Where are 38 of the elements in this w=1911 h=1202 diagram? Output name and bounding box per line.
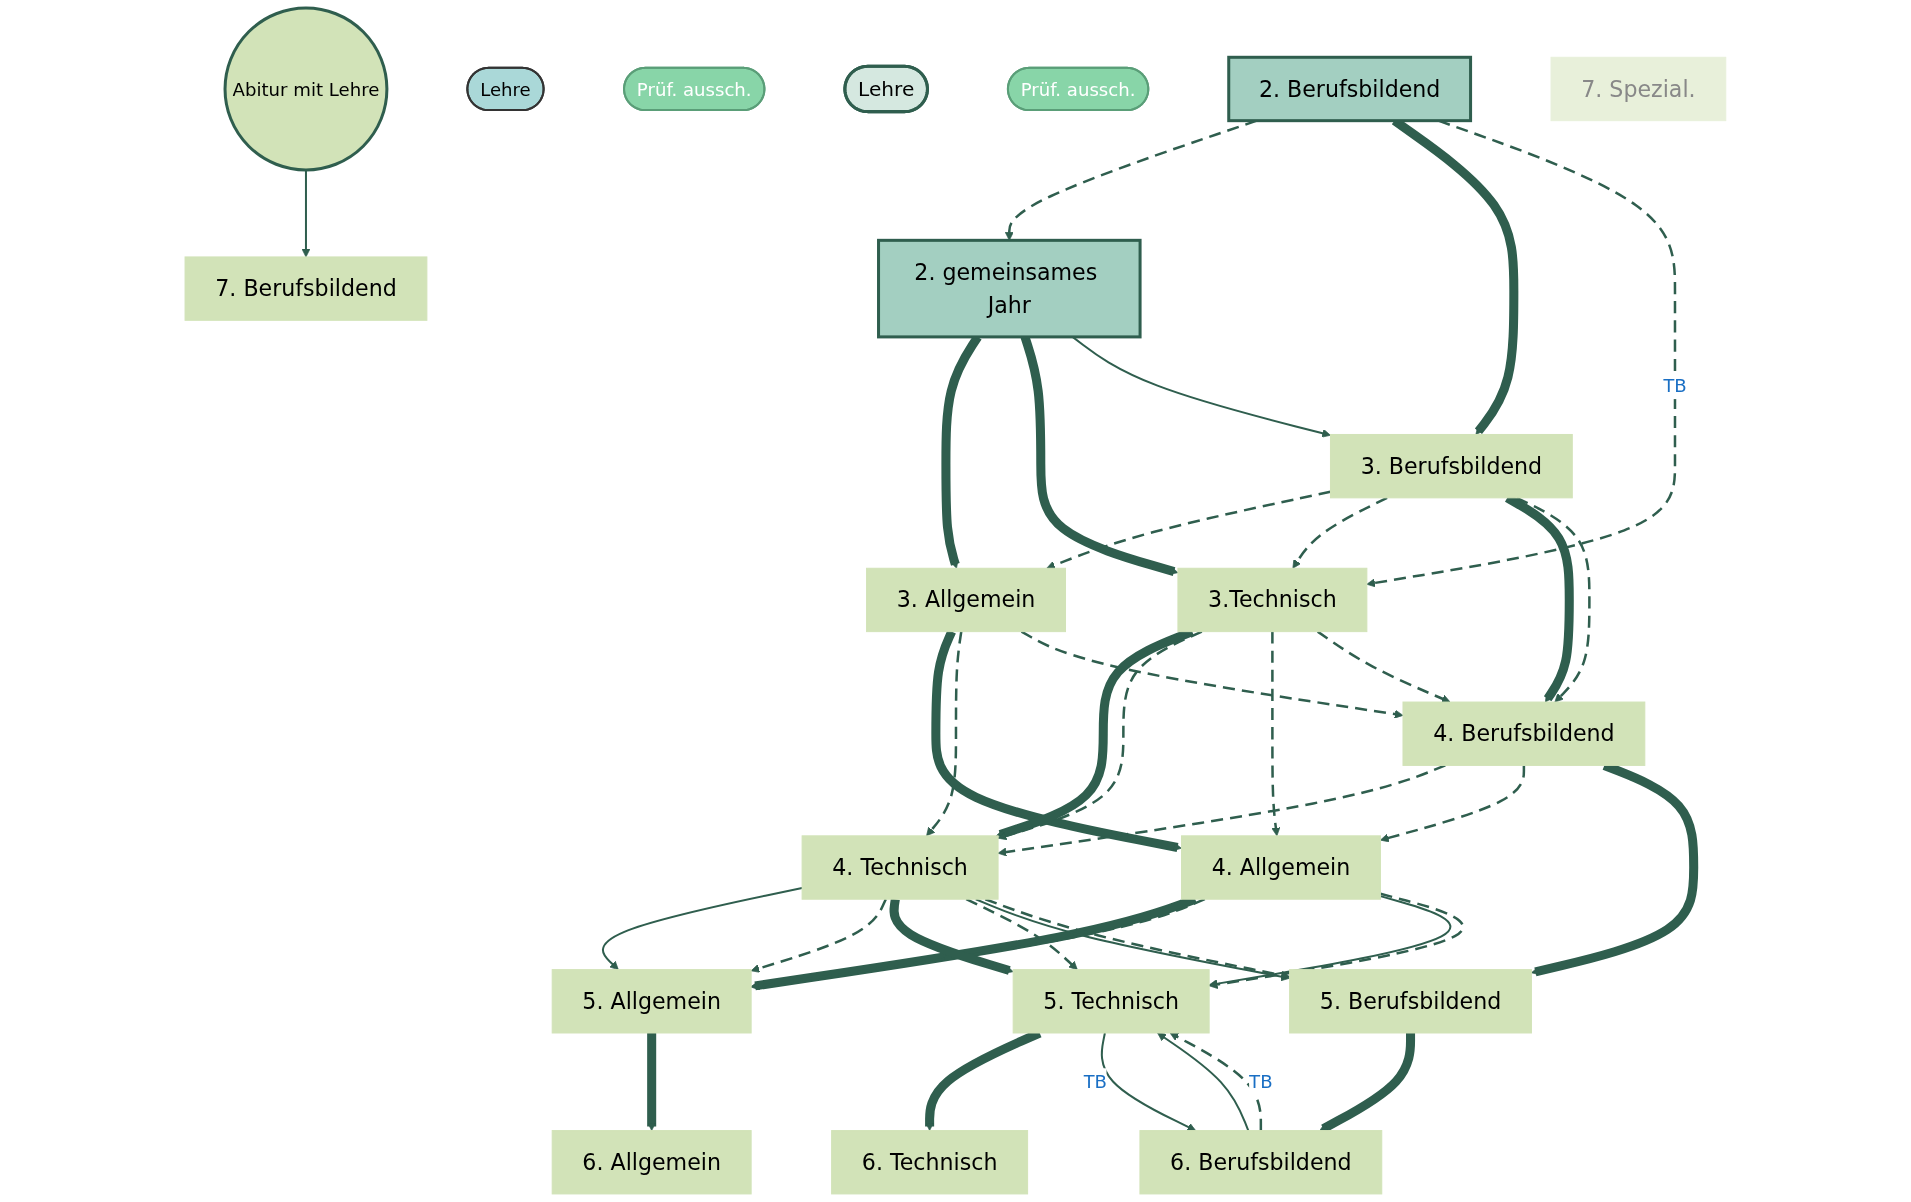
node-box: 4. Technisch — [801, 835, 999, 900]
node-box: 6. Technisch — [831, 1130, 1029, 1195]
node-box: 5. Technisch — [1012, 969, 1210, 1034]
edge-label: TB — [1249, 1071, 1273, 1093]
arrow — [965, 898, 1078, 970]
node-box: 4. Allgemein — [1181, 835, 1382, 900]
arrow — [750, 898, 888, 973]
node-box: 3. Allgemein — [866, 567, 1067, 633]
arrow — [1100, 1032, 1197, 1132]
arrow — [926, 631, 963, 837]
arrow — [602, 887, 803, 970]
arrow — [1157, 1032, 1250, 1131]
edge-label: TB — [1663, 375, 1687, 397]
arrow — [1317, 630, 1451, 703]
node-box: 7. Berufsbildend — [184, 256, 428, 321]
arrow — [1072, 336, 1331, 438]
arrow — [301, 169, 311, 258]
node-box: 6. Berufsbildend — [1139, 1130, 1383, 1195]
arrow — [647, 1033, 657, 1131]
arrow — [1292, 496, 1388, 569]
node-box: 2. Berufsbildend — [1227, 55, 1473, 123]
arrow — [1380, 765, 1526, 843]
node-circle: Abitur mit Lehre — [223, 6, 389, 172]
node-box: 5. Berufsbildend — [1289, 969, 1533, 1034]
arrow — [1169, 1032, 1263, 1131]
node-box: 3.Technisch — [1177, 567, 1368, 633]
node-box: 4. Berufsbildend — [1402, 701, 1646, 766]
node-box: 3. Berufsbildend — [1330, 433, 1573, 499]
edge-label: TB — [1083, 1071, 1108, 1093]
arrow — [1516, 496, 1591, 703]
node-box: 7. Spezial. — [1550, 56, 1727, 122]
arrow — [1020, 630, 1404, 719]
node-box: 5. Allgemein — [551, 969, 752, 1034]
arrow — [889, 898, 1014, 975]
arrow — [1271, 631, 1281, 837]
node-box: 6. Allgemein — [551, 1130, 752, 1195]
arrow — [1046, 490, 1331, 570]
node-box: 2. gemeinsames Jahr — [877, 238, 1142, 339]
